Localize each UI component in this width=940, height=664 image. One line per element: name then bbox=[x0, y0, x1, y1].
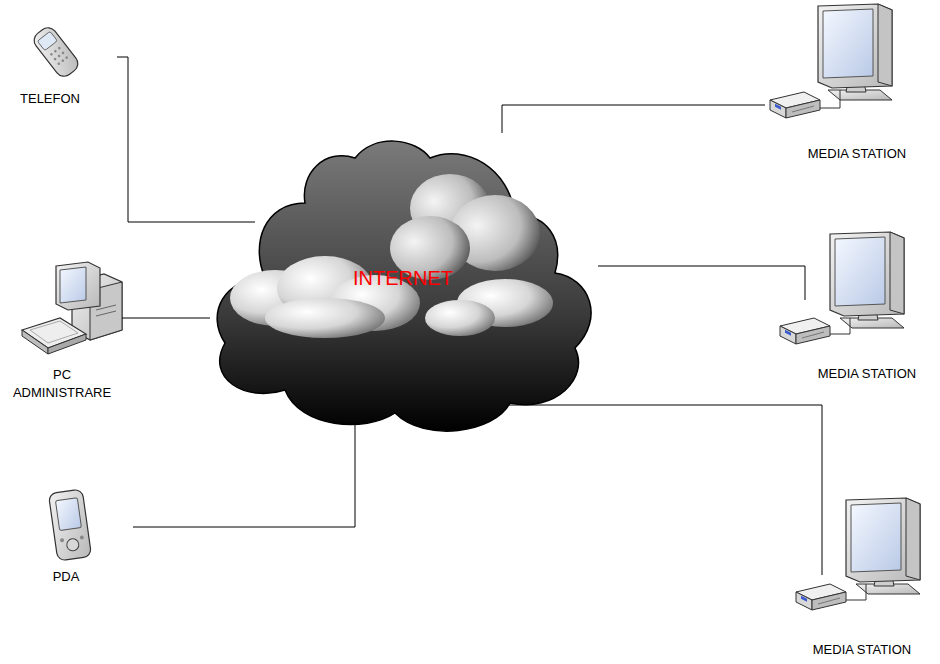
cloud-label: INTERNET bbox=[353, 267, 453, 290]
telephone-icon bbox=[31, 24, 82, 80]
device-label: PDA bbox=[1, 568, 131, 586]
device-label: MEDIA STATION bbox=[792, 145, 922, 163]
media-station-node: MEDIA STATION bbox=[772, 300, 937, 385]
device-label: TELEFON bbox=[0, 90, 115, 108]
device-label: MEDIA STATION bbox=[797, 641, 927, 659]
media-station-icon bbox=[796, 498, 920, 610]
network-link bbox=[133, 423, 355, 527]
pc-icon bbox=[22, 262, 122, 354]
network-link bbox=[470, 405, 822, 575]
media-station-icon bbox=[770, 4, 892, 118]
device-label: MEDIA STATION bbox=[802, 365, 932, 383]
network-link bbox=[502, 105, 765, 133]
media-station-node: MEDIA STATION bbox=[790, 575, 935, 661]
network-link bbox=[117, 57, 255, 222]
media-station-icon bbox=[780, 232, 904, 344]
pda-icon bbox=[48, 489, 91, 561]
telephone-node: TELEFON bbox=[0, 30, 117, 110]
network-link bbox=[122, 318, 210, 319]
network-link bbox=[598, 266, 805, 300]
internet-cloud: INTERNET bbox=[205, 128, 605, 443]
pda-node: PDA bbox=[0, 488, 133, 588]
media-station-node: MEDIA STATION bbox=[765, 85, 930, 165]
pc-node: PC ADMINISTRARE bbox=[5, 258, 122, 404]
device-label: PC ADMINISTRARE bbox=[7, 366, 117, 402]
